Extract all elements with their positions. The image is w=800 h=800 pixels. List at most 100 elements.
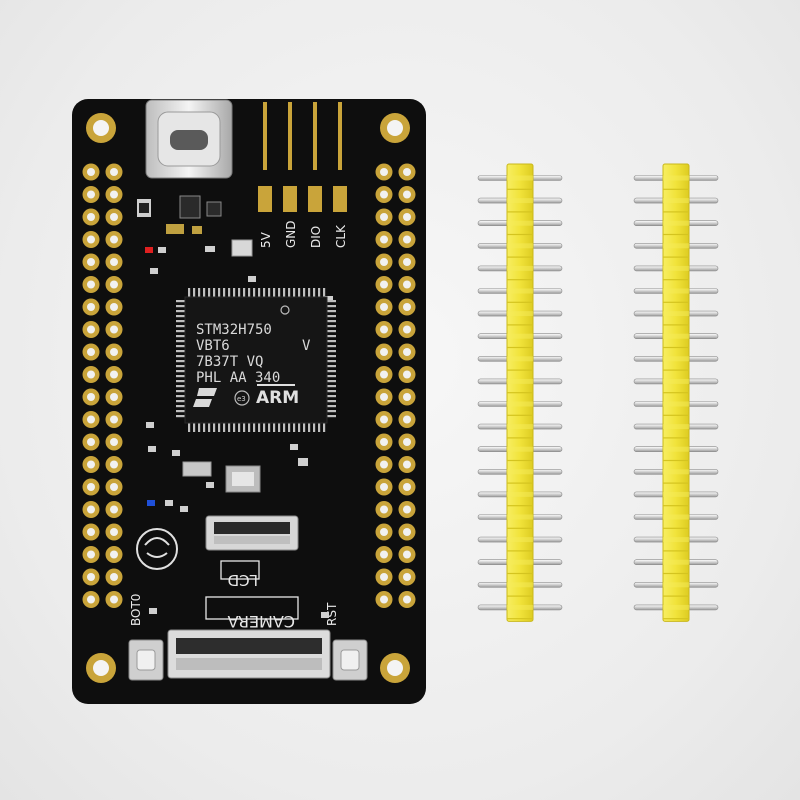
pin-hole — [403, 190, 411, 199]
label-gnd: GND — [284, 220, 298, 248]
chip-lead — [327, 305, 336, 308]
pin-hole — [380, 573, 388, 581]
chip-lead — [327, 410, 336, 413]
pin-hole — [87, 415, 95, 424]
header-pin-shadow — [507, 288, 533, 294]
chip-lead — [327, 350, 336, 353]
header-segment — [507, 618, 533, 620]
pin-hole — [403, 393, 411, 401]
chip-lead — [176, 340, 185, 343]
chip-lead — [327, 345, 336, 348]
chip-lead — [278, 423, 281, 432]
chip-lead — [248, 423, 251, 432]
swd-header — [258, 102, 347, 212]
chip-lead — [176, 385, 185, 388]
header-pin-shadow — [663, 424, 689, 430]
chip-lead — [253, 423, 256, 432]
chip-lead — [303, 423, 306, 432]
pin-hole — [87, 550, 95, 559]
pin-hole — [87, 168, 95, 176]
header-pin-shadow — [507, 378, 533, 384]
pin-hole — [403, 303, 411, 311]
header-segment — [507, 256, 533, 258]
chip-lead — [327, 380, 336, 383]
chip-lead — [176, 320, 185, 323]
header-pin-shadow — [663, 265, 689, 271]
boot-label: BOT0 — [129, 594, 143, 626]
chip-lead — [327, 315, 336, 318]
chip-lead — [176, 380, 185, 383]
chip-lead — [327, 310, 336, 313]
header-segment — [663, 482, 689, 484]
chip-lead — [233, 288, 236, 297]
header-segment — [507, 527, 533, 529]
pin-hole — [380, 280, 388, 289]
chip-lead — [176, 310, 185, 313]
chip-lead — [327, 355, 336, 358]
chip-lead — [176, 315, 185, 318]
chip-lead — [188, 288, 191, 297]
pin-hole — [87, 573, 95, 581]
chip-lead — [193, 288, 196, 297]
chip-lead — [198, 423, 201, 432]
header-pin-shadow — [507, 582, 533, 588]
pin-hole — [110, 415, 118, 424]
pin-hole — [87, 190, 95, 199]
chip-lead — [176, 325, 185, 328]
pin-hole — [87, 258, 95, 266]
chip-part-number: STM32H750 — [196, 322, 272, 338]
header-segment — [507, 572, 533, 575]
reset-button — [332, 639, 368, 681]
chip-lead — [313, 288, 316, 297]
chip-lead — [278, 288, 281, 297]
pin-hole — [87, 325, 95, 334]
chip-lead — [327, 340, 336, 343]
pin-hole — [87, 303, 95, 311]
chip-lead — [327, 400, 336, 403]
chip-lead — [223, 423, 226, 432]
header-pin-shadow — [663, 582, 689, 588]
label-clk: CLK — [334, 224, 348, 248]
pin-hole — [87, 213, 95, 221]
board-logo — [136, 528, 178, 570]
chip-lead — [327, 370, 336, 373]
pin-hole — [380, 325, 388, 334]
camera-label: CAMERA — [228, 612, 296, 631]
chip-lead — [243, 288, 246, 297]
pin-hole — [110, 280, 118, 289]
pin-hole — [87, 280, 95, 289]
chip-lead — [308, 288, 311, 297]
pin-hole — [380, 483, 388, 491]
chip-lead — [263, 423, 266, 432]
pin-hole — [403, 460, 411, 469]
chip-lead — [288, 423, 291, 432]
pin-hole — [380, 438, 388, 446]
header-segment — [663, 256, 689, 258]
header-pin-shadow — [663, 288, 689, 294]
chip-lead — [176, 410, 185, 413]
header-pin-shadow — [663, 175, 689, 181]
chip-lead — [318, 423, 321, 432]
pin-hole — [87, 393, 95, 401]
chip-lead — [233, 423, 236, 432]
header-pin-shadow — [507, 469, 533, 475]
chip-lead — [203, 288, 206, 297]
chip-lead — [176, 365, 185, 368]
pin-hole — [403, 258, 411, 266]
mcu-chip: STM32H750 VBT6 V 7B37T VQ PHL AA 340 e3 … — [176, 288, 336, 432]
chip-lead — [327, 385, 336, 388]
chip-lead — [193, 423, 196, 432]
header-segment — [663, 392, 689, 394]
pin-hole — [110, 505, 118, 514]
chip-lead — [268, 423, 271, 432]
header-pin-shadow — [507, 311, 533, 317]
header-segment — [663, 279, 689, 281]
chip-lead — [327, 395, 336, 398]
chip-leads — [176, 288, 336, 432]
pin-hole — [403, 483, 411, 491]
header-segment — [507, 459, 533, 462]
header-pin-shadow — [663, 220, 689, 226]
chip-lead — [176, 305, 185, 308]
header-segment — [507, 369, 533, 371]
pin-hole — [380, 393, 388, 401]
